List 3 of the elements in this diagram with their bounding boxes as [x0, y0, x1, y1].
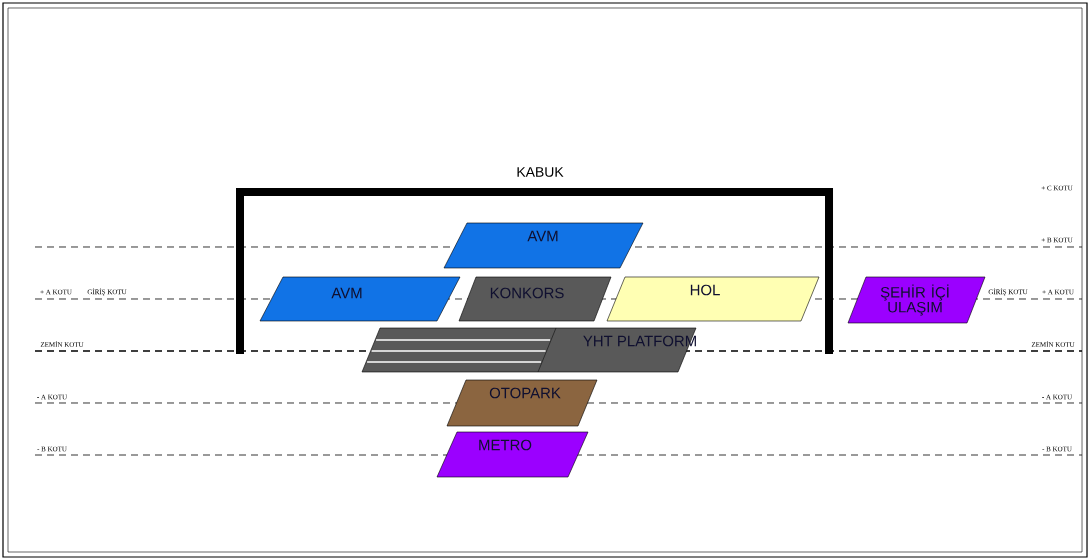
- parallelogram-box: ŞEHİR İÇİ ULAŞIM: [847, 276, 986, 324]
- parallelogram-box: METRO: [436, 431, 589, 478]
- parallelogram-box: OTOPARK: [446, 379, 598, 427]
